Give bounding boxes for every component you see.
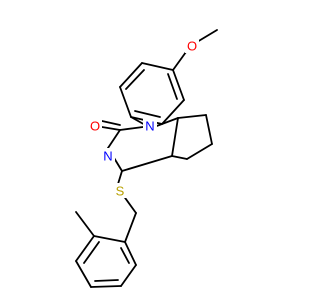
bond-c4a-c7a xyxy=(171,117,179,157)
bond-ar2-2-inner xyxy=(83,241,100,264)
bond-ar2-1 xyxy=(93,235,126,243)
bond-ar1-6-inner xyxy=(167,73,178,100)
atom-n3: N xyxy=(101,148,115,164)
bond-c2-n3 xyxy=(107,129,121,149)
bond-methyl-o xyxy=(196,29,218,43)
atom-labels: O N O N S xyxy=(88,38,199,199)
bond-c2-o-1 xyxy=(101,126,121,131)
bond-o-aryl xyxy=(172,51,187,71)
bond-ar1-4-inner xyxy=(134,110,161,118)
bond-c4-s xyxy=(117,170,123,185)
bond-ar2-4-inner xyxy=(94,279,119,282)
bond-ar1-5 xyxy=(161,99,185,125)
bond-ch2-ar xyxy=(124,212,137,243)
bond-ar1-2-inner xyxy=(125,69,145,90)
bond-ar2-3 xyxy=(75,260,92,288)
bond-ar2-6-inner xyxy=(120,247,130,264)
atom-o-methoxy-label: O xyxy=(187,39,197,54)
bond-c5-c4a xyxy=(171,155,188,160)
bond-ar1-2 xyxy=(119,62,143,88)
bond-c2-o-2 xyxy=(101,120,121,126)
atom-o-carbonyl-label: O xyxy=(90,119,100,134)
bond-c7-c6 xyxy=(205,114,213,145)
atom-o-carbonyl: O xyxy=(88,118,102,134)
bond-ar2-2 xyxy=(75,235,95,262)
atom-s-label: S xyxy=(116,184,125,199)
atom-s: S xyxy=(113,183,127,199)
bond-ar1-6 xyxy=(172,69,185,101)
atom-n1: N xyxy=(143,118,157,134)
bond-c7a-n1 xyxy=(153,117,179,128)
bond-n1-c2 xyxy=(119,126,144,131)
bond-c4-c4a xyxy=(121,155,173,172)
bond-ar1-3 xyxy=(119,86,132,118)
atom-o-methoxy: O xyxy=(185,38,199,54)
bond-c7a-c7 xyxy=(177,114,207,119)
bond-ar2-6 xyxy=(124,241,137,266)
atom-n3-label: N xyxy=(103,149,112,164)
bond-ar2-5 xyxy=(120,264,137,287)
bonds xyxy=(75,29,218,288)
bond-ar2-4 xyxy=(90,285,122,288)
bond-c6-c5 xyxy=(186,143,213,160)
molecule-diagram: O N O N S xyxy=(75,29,218,288)
atom-n1-label: N xyxy=(145,119,154,134)
bond-ar1-1 xyxy=(141,62,174,71)
bond-ar2-methyl xyxy=(75,211,95,237)
